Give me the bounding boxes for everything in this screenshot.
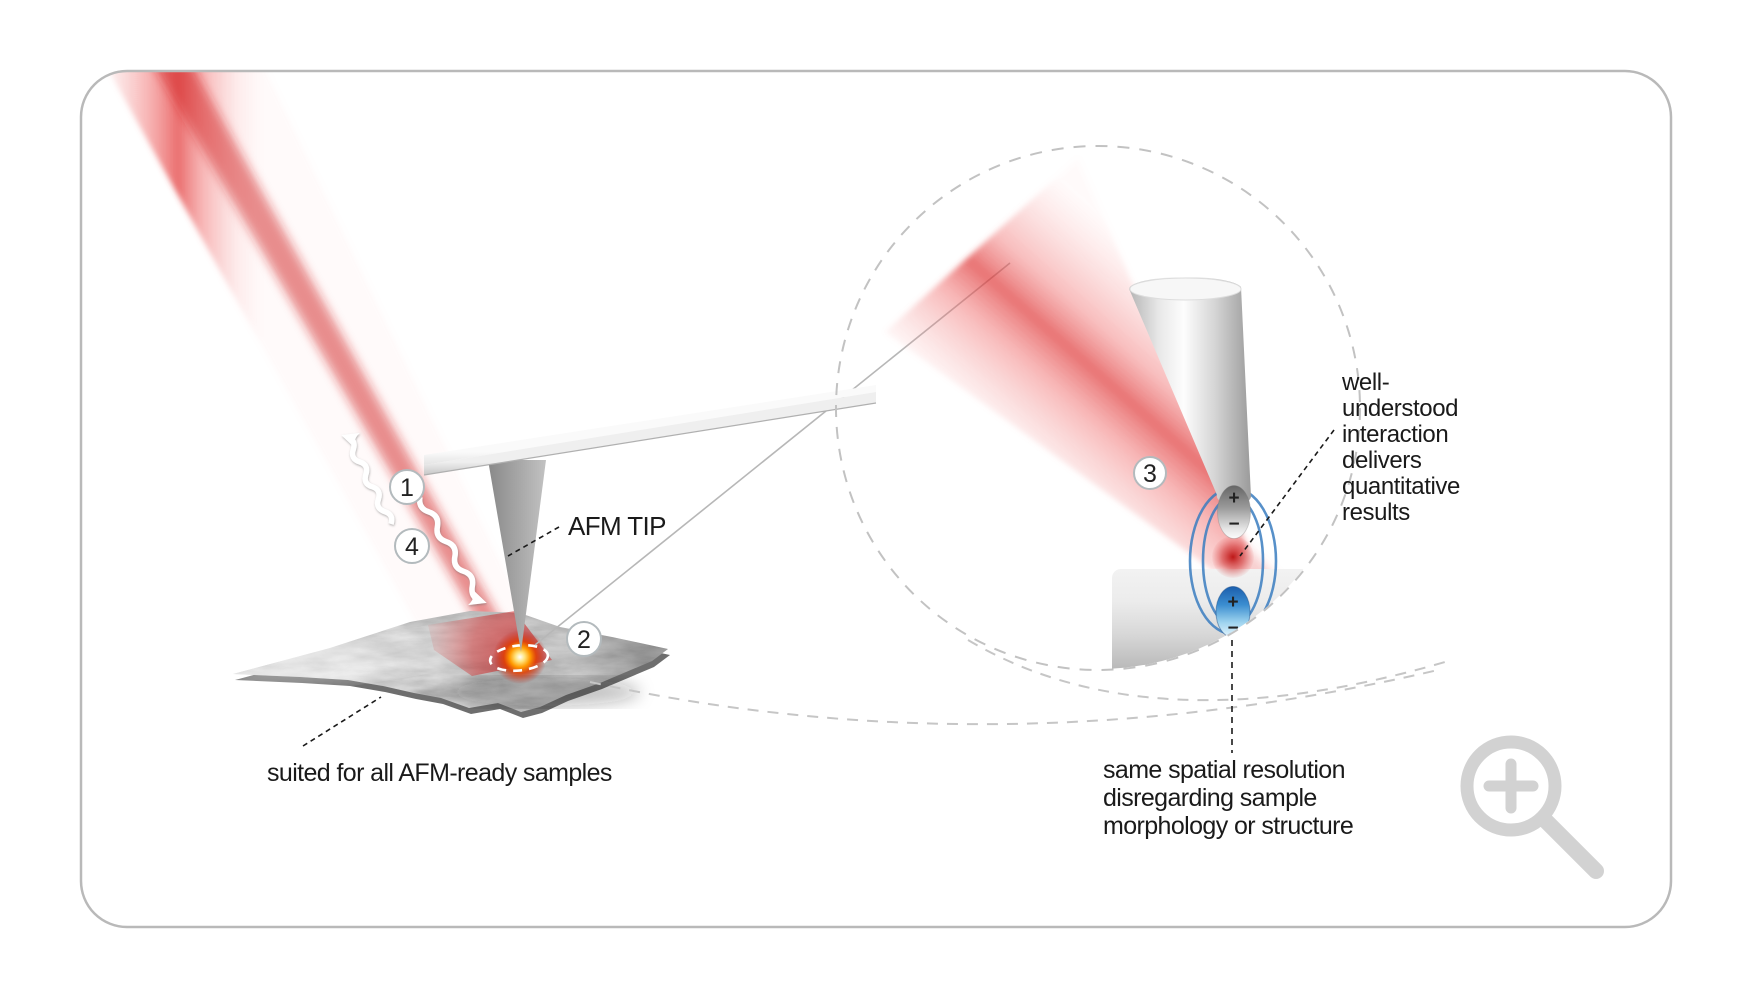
- sample-dipole-plus: +: [1227, 592, 1238, 613]
- step-badges: 1 4 2: [389, 469, 602, 657]
- step-1-number: 1: [400, 474, 414, 502]
- incident-light-wavy-arrow: [416, 496, 487, 606]
- laser-beam-core: [152, 70, 521, 657]
- resolution-note: same spatial resolution disregarding sam…: [1103, 756, 1354, 840]
- laser-beam: [104, 70, 545, 657]
- interaction-note: well- understood interaction delivers qu…: [1341, 369, 1460, 526]
- sample-dipole-minus: −: [1227, 618, 1238, 639]
- afm-tip-triangle: [488, 460, 546, 652]
- hot-spot-dashed-ellipse: [488, 643, 550, 673]
- tip-dipole-minus: −: [1228, 514, 1239, 535]
- step-1-badge: [389, 469, 425, 505]
- samples-caption: suited for all AFM-ready samples: [267, 759, 612, 787]
- zoom-tip-cone: [1129, 276, 1251, 506]
- magnifier-handle: [1536, 811, 1604, 879]
- tip-dipole-plus: +: [1228, 488, 1239, 509]
- step-2-badge: [566, 621, 602, 657]
- interaction-pointer-line: [1239, 429, 1335, 557]
- samples-pointer-line: [302, 696, 382, 747]
- step-3-badge: [1133, 456, 1167, 490]
- emitted-light-wavy-arrow: [341, 432, 395, 525]
- tip-dipole-ellipse: [1217, 485, 1251, 539]
- afm-cantilever: [423, 385, 877, 652]
- afm-tip-pointer-line: [507, 526, 560, 557]
- card-border: [79, 69, 1673, 929]
- interaction-note-line: well-: [1341, 369, 1389, 396]
- resolution-note-line: disregarding sample: [1103, 784, 1317, 812]
- magnifier-zoom-in-icon: [1460, 735, 1604, 879]
- interaction-note-line: results: [1342, 499, 1410, 526]
- zoom-focus-glow: [1212, 536, 1254, 578]
- step-3-number: 3: [1143, 460, 1157, 488]
- zoom-detail-circle: [835, 145, 1361, 671]
- cantilever-front-face: [424, 392, 876, 475]
- zoom-connector-circle-to-magnifier: [967, 639, 1446, 702]
- afm-tip-label: AFM TIP: [568, 511, 666, 541]
- light-arrows: [341, 432, 487, 606]
- zoom-tip-cone-opening: [1129, 277, 1242, 301]
- zoom-detail-scene: + − + −: [885, 158, 1357, 669]
- resolution-note-line: morphology or structure: [1103, 812, 1353, 840]
- resolution-note-line: same spatial resolution: [1103, 756, 1345, 784]
- magnifier-lens: [1460, 735, 1562, 837]
- cantilever-top-face: [424, 385, 876, 465]
- interaction-note-line: interaction: [1342, 421, 1448, 448]
- zoom-connector-lower: [589, 669, 1439, 726]
- step-4-number: 4: [405, 533, 419, 561]
- interaction-note-line: understood: [1342, 395, 1458, 422]
- cantilever-bottom-edge: [423, 402, 877, 476]
- hot-spot-glow: [493, 630, 547, 684]
- interaction-note-line: delivers: [1342, 447, 1422, 474]
- step-4-badge: [394, 528, 430, 564]
- sample-dark-ravine: [450, 678, 640, 706]
- step-2-number: 2: [577, 626, 591, 654]
- interaction-note-line: quantitative: [1342, 473, 1460, 500]
